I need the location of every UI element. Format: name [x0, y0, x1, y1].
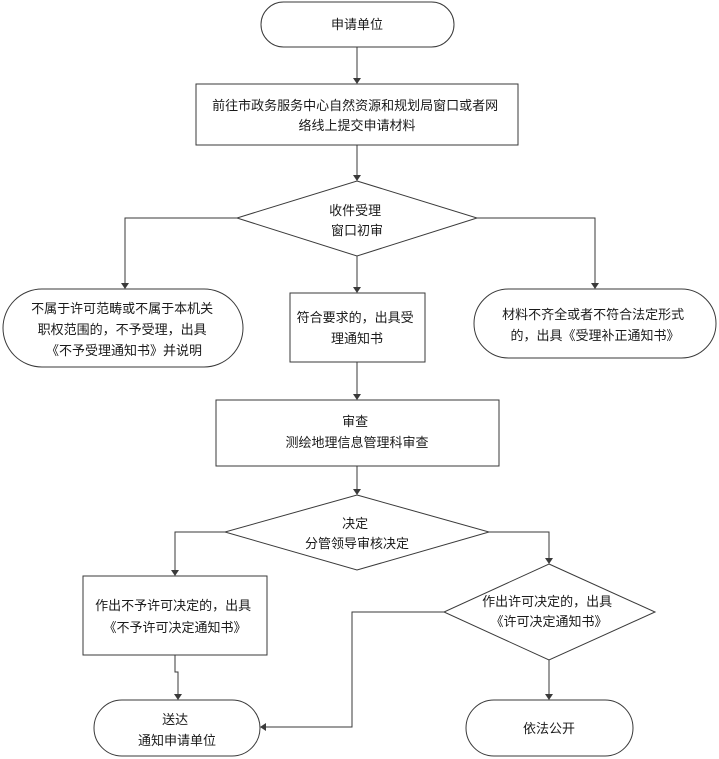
process-shape	[195, 83, 519, 146]
arrowhead	[353, 175, 361, 181]
node-line: 不属于许可范畴或不属于本机关	[31, 301, 213, 316]
node-text: 材料不齐全或者不符合法定形式 的，出具《受理补正通知书》	[502, 307, 688, 343]
node-text: 申请单位	[331, 17, 383, 32]
terminal-shape	[260, 1, 455, 48]
node-line: 申请单位	[331, 17, 383, 32]
node-text: 前往市政务服务中心自然资源和规划局窗口或者网 络线上提交申请材料	[212, 98, 502, 133]
connector-deny-deliver	[174, 655, 179, 694]
node-line: 的，出具《受理补正通知书》	[510, 328, 679, 343]
node-line: 络线上提交申请材料	[298, 118, 415, 133]
node-receive: 收件受理 窗口初审	[235, 180, 479, 257]
arrowhead	[171, 570, 179, 576]
arrowhead	[353, 394, 361, 400]
connector-decide-grant	[489, 531, 550, 558]
node-line: 作出不予许可决定的，出具	[95, 598, 251, 613]
node-line: 依法公开	[523, 721, 575, 736]
decision-shape	[223, 494, 491, 571]
node-grant-permit: 作出许可决定的，出具 《许可决定通知书》	[442, 563, 657, 661]
node-line: 通知申请单位	[138, 733, 216, 748]
terminal-shape	[473, 288, 717, 359]
node-deny-permit: 作出不予许可决定的，出具 《不予许可决定通知书》	[82, 575, 268, 656]
node-accept: 符合要求的，出具受 理通知书	[289, 292, 426, 363]
process-shape	[215, 399, 500, 467]
node-text: 作出许可决定的，出具 《许可决定通知书》	[482, 594, 616, 629]
arrowhead	[591, 283, 599, 289]
arrowhead	[353, 287, 361, 293]
process-shape	[289, 292, 426, 363]
connector-receive-reject	[124, 217, 237, 283]
arrowhead	[121, 283, 129, 289]
node-line: 测绘地理信息管理科审查	[285, 435, 428, 450]
node-text: 作出不予许可决定的，出具 《不予许可决定通知书》	[95, 598, 255, 635]
decision-shape	[235, 180, 479, 257]
node-review: 审查 测绘地理信息管理科审查	[215, 399, 500, 467]
node-incomplete: 材料不齐全或者不符合法定形式 的，出具《受理补正通知书》	[473, 288, 717, 359]
node-text: 依法公开	[523, 721, 575, 736]
arrowhead	[545, 694, 553, 700]
arrowhead	[260, 723, 266, 731]
node-text: 送达 通知申请单位	[138, 712, 216, 748]
decision-shape	[442, 563, 657, 661]
node-line: 理通知书	[331, 331, 383, 346]
arrowhead	[545, 558, 553, 564]
node-line: 前往市政务服务中心自然资源和规划局窗口或者网	[212, 98, 498, 113]
arrowhead	[174, 694, 182, 700]
node-text: 符合要求的，出具受 理通知书	[297, 310, 418, 346]
node-line: 《不予许可决定通知书》	[103, 620, 246, 635]
terminal-shape	[465, 699, 634, 757]
node-disclose: 依法公开	[465, 699, 634, 757]
node-submit: 前往市政务服务中心自然资源和规划局窗口或者网 络线上提交申请材料	[195, 83, 519, 146]
connector-receive-incomplete	[477, 217, 596, 283]
node-line: 职权范围的，不予受理，出具	[38, 322, 207, 337]
node-line: 作出许可决定的，出具	[482, 594, 612, 609]
node-line: 收件受理	[329, 203, 381, 218]
terminal-shape	[93, 699, 261, 757]
terminal-shape	[2, 288, 244, 368]
node-deliver: 送达 通知申请单位	[93, 699, 261, 757]
node-line: 材料不齐全或者不符合法定形式	[502, 307, 684, 322]
node-line: 决定	[342, 516, 368, 531]
node-text: 审查 测绘地理信息管理科审查	[285, 414, 428, 450]
arrowhead	[353, 489, 361, 495]
node-line: 《不予受理通知书》并说明	[46, 343, 202, 358]
node-start: 申请单位	[260, 1, 455, 48]
node-line: 分管领导审核决定	[305, 536, 409, 551]
node-text: 不属于许可范畴或不属于本机关 职权范围的，不予受理，出具 《不予受理通知书》并说…	[31, 301, 217, 358]
node-line: 审查	[342, 414, 368, 429]
node-line: 《许可决定通知书》	[490, 614, 607, 629]
node-text: 收件受理 窗口初审	[329, 203, 385, 238]
arrowhead	[353, 78, 361, 84]
process-shape	[82, 575, 268, 656]
node-line: 送达	[162, 712, 188, 727]
node-decide: 决定 分管领导审核决定	[223, 494, 491, 571]
node-line: 窗口初审	[331, 223, 383, 238]
connector-grant-deliver	[266, 611, 444, 728]
node-reject-scope: 不属于许可范畴或不属于本机关 职权范围的，不予受理，出具 《不予受理通知书》并说…	[2, 288, 244, 368]
connectors	[121, 47, 599, 731]
node-text: 决定 分管领导审核决定	[305, 516, 409, 551]
connector-decide-deny	[174, 531, 225, 570]
node-line: 符合要求的，出具受	[297, 310, 414, 325]
